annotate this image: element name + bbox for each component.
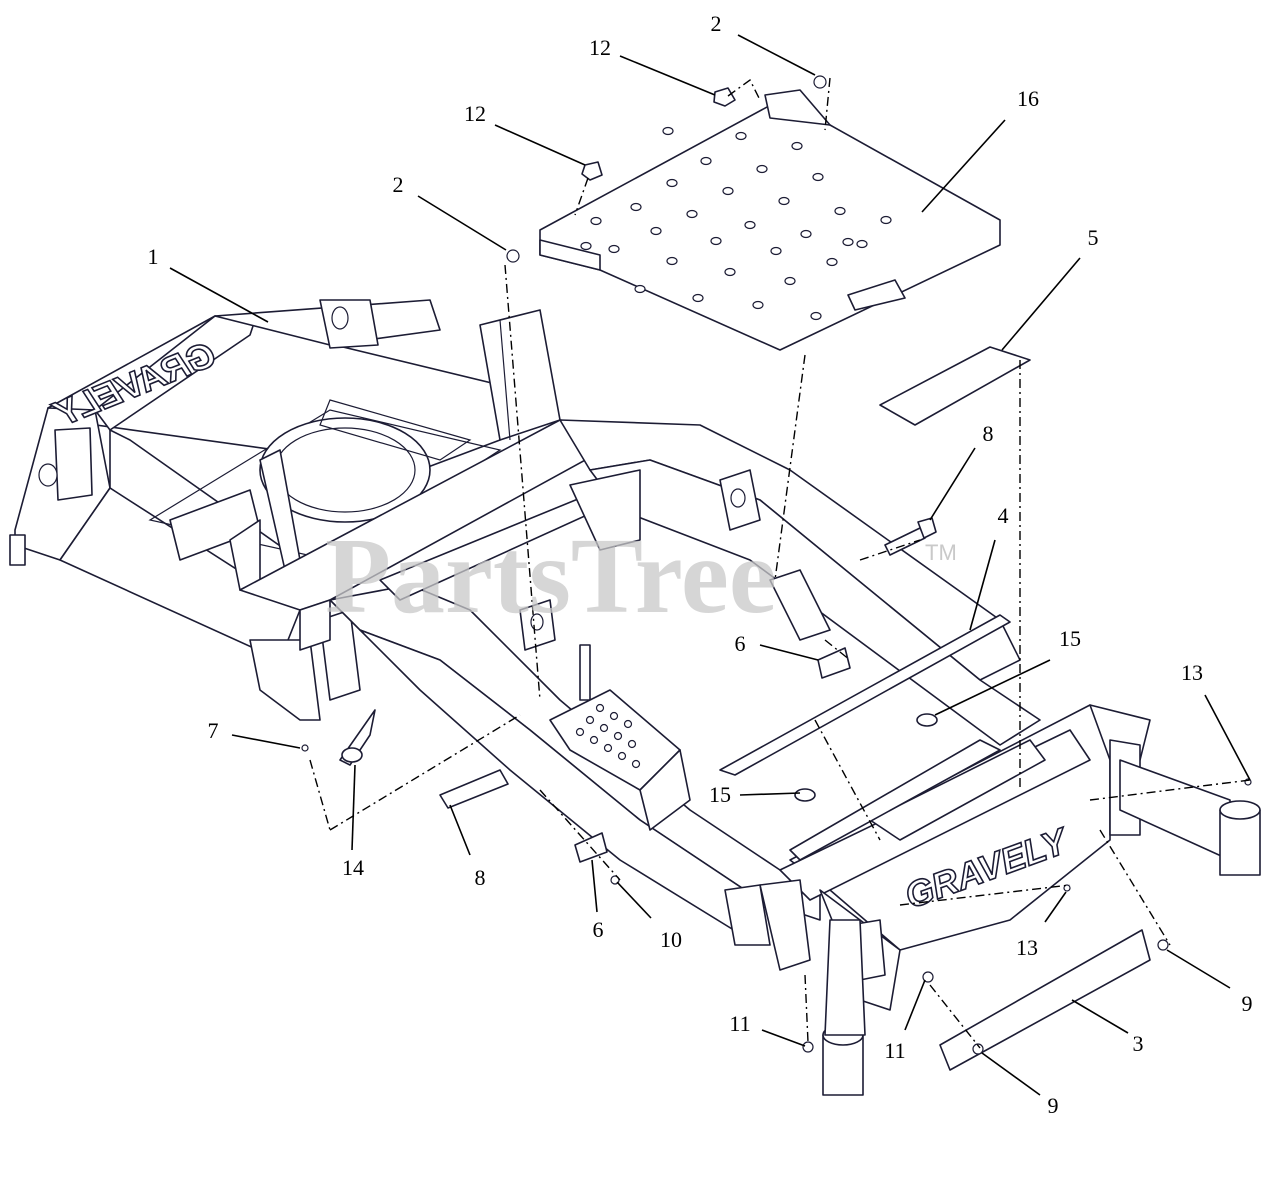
callout-4: 4: [998, 503, 1009, 528]
washer-2-top[interactable]: [813, 75, 827, 89]
deck-shield-part-5[interactable]: [879, 346, 1031, 426]
pin-7[interactable]: [301, 744, 309, 752]
callout-10: 10: [660, 927, 682, 952]
callout-9-right: 9: [1242, 991, 1253, 1016]
floor-pan[interactable]: [539, 89, 1001, 351]
watermark: PartsTree TM: [325, 517, 957, 636]
callout-5: 5: [1088, 225, 1099, 250]
callout-6-right: 6: [735, 631, 746, 656]
callout-14: 14: [342, 855, 364, 880]
callout-12-mid: 12: [464, 101, 486, 126]
callout-12-top: 12: [589, 35, 611, 60]
callout-11-mid: 11: [884, 1038, 905, 1063]
nut-11-mid[interactable]: [922, 971, 934, 983]
callout-2-top: 2: [711, 11, 722, 36]
callout-3: 3: [1133, 1031, 1144, 1056]
center-plate-part-4[interactable]: [719, 614, 1046, 861]
callout-15-right: 15: [1059, 626, 1081, 651]
callout-9-bottom: 9: [1048, 1093, 1059, 1118]
callout-11-left: 11: [729, 1011, 750, 1036]
deck-shield-part-3[interactable]: [939, 929, 1151, 1071]
callouts: 2 12 12 16 2 1 5 8 4 6 15 13 7 15 14 8 6…: [148, 11, 1253, 1118]
foot-plate[interactable]: [549, 689, 691, 831]
callout-6-left: 6: [593, 917, 604, 942]
callout-8-right: 8: [983, 421, 994, 446]
floor-pan-holes: [580, 126, 892, 321]
callout-15-left: 15: [709, 782, 731, 807]
callout-13-bottom: 13: [1016, 935, 1038, 960]
callout-2-mid: 2: [393, 172, 404, 197]
screw-13-bottom[interactable]: [1063, 884, 1071, 892]
nut-11-left[interactable]: [802, 1041, 814, 1053]
bolt-8-left[interactable]: [439, 769, 509, 809]
callout-8-left: 8: [475, 865, 486, 890]
rear-frame-assembly[interactable]: [9, 299, 561, 721]
callout-7: 7: [208, 718, 219, 743]
nut-12-top[interactable]: [713, 87, 736, 107]
foot-plate-holes: [575, 703, 641, 769]
nut-12-mid[interactable]: [581, 161, 603, 181]
bushing-6-right[interactable]: [817, 647, 851, 679]
bumper-15-left[interactable]: [794, 788, 816, 802]
callout-13-right: 13: [1181, 660, 1203, 685]
assembly-lines: [309, 77, 1251, 1049]
callout-1: 1: [148, 244, 159, 269]
bumper-15-right[interactable]: [916, 713, 938, 727]
washer-9-bottom[interactable]: [972, 1043, 984, 1055]
watermark-text: PartsTree: [325, 517, 777, 636]
callout-16: 16: [1017, 86, 1039, 111]
bolt-8-right[interactable]: [884, 527, 926, 556]
leader-lines: [169, 34, 1251, 1096]
watermark-trademark: TM: [925, 540, 957, 565]
washer-2-mid[interactable]: [506, 249, 520, 263]
main-frame[interactable]: [239, 419, 1041, 941]
washer-9-right[interactable]: [1157, 939, 1169, 951]
